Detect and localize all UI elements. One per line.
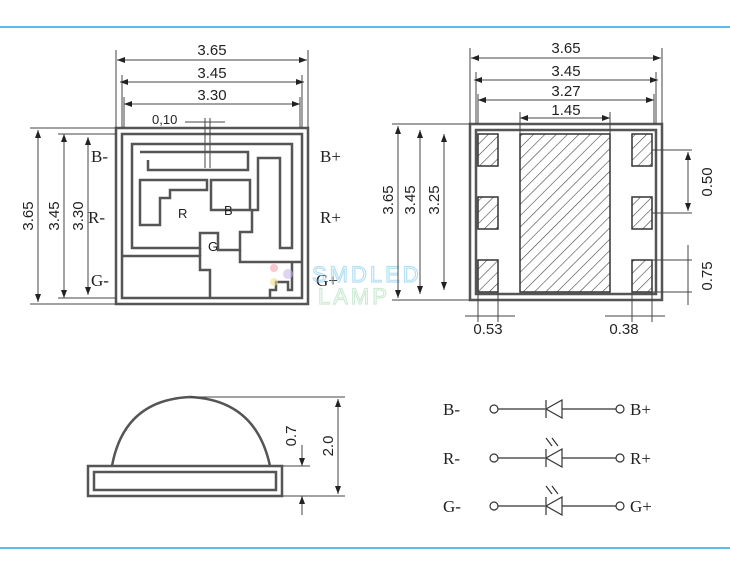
schematic: B- B+ R- R+ G- G+ bbox=[443, 398, 652, 517]
side-dim-total-height: 2.0 bbox=[320, 436, 337, 457]
dim-width-mid: 3.45 bbox=[197, 65, 226, 82]
bv-dim-width-mid: 3.45 bbox=[551, 63, 580, 80]
pin-b-minus: B- bbox=[91, 147, 108, 166]
schematic-row-red: R- R+ bbox=[443, 437, 651, 469]
led-diode-icon bbox=[544, 485, 616, 517]
bv-dim-height-inner: 3.25 bbox=[426, 185, 443, 214]
schematic-row-green: G- G+ bbox=[443, 485, 652, 517]
dim-width-inner: 3.30 bbox=[197, 87, 226, 104]
schematic-r-minus: R- bbox=[443, 449, 460, 468]
electrode-pad bbox=[631, 196, 653, 230]
bottom-view: 3.65 3.45 3.27 1.45 3.65 3.45 3.25 0.50 … bbox=[380, 40, 716, 338]
bv-dim-pad-height: 0.75 bbox=[699, 261, 716, 290]
electrode-pad bbox=[477, 196, 499, 230]
bv-dim-height-mid: 3.45 bbox=[402, 185, 419, 214]
schematic-r-plus: R+ bbox=[630, 449, 651, 468]
led-diode-icon bbox=[544, 398, 616, 420]
schematic-g-plus: G+ bbox=[630, 497, 652, 516]
schematic-b-minus: B- bbox=[443, 400, 460, 419]
bv-dim-width-outer: 3.65 bbox=[551, 40, 580, 57]
pin-r-plus: R+ bbox=[320, 208, 341, 227]
electrode-pad bbox=[631, 259, 653, 293]
pad-label-g: G bbox=[208, 239, 218, 254]
schematic-g-minus: G- bbox=[443, 497, 461, 516]
led-diode-icon bbox=[544, 437, 616, 469]
pin-b-plus: B+ bbox=[320, 147, 341, 166]
bv-dim-width-inner: 3.27 bbox=[551, 83, 580, 100]
dim-gap: 0,10 bbox=[152, 112, 177, 127]
dim-height-inner: 3.30 bbox=[70, 201, 87, 230]
pin-g-minus: G- bbox=[91, 271, 109, 290]
watermark-line1: SMDLED bbox=[312, 262, 422, 287]
electrode-pad bbox=[477, 259, 499, 293]
bv-dim-center-pad: 1.45 bbox=[551, 102, 580, 119]
bv-dim-right-pad: 0.38 bbox=[609, 321, 638, 338]
pad-label-b: B bbox=[224, 203, 233, 218]
dim-height-mid: 3.45 bbox=[46, 201, 63, 230]
schematic-b-plus: B+ bbox=[630, 400, 651, 419]
dim-height-outer: 3.65 bbox=[20, 201, 37, 230]
thermal-pad bbox=[519, 133, 611, 293]
top-view: 3.65 3.45 3.30 0,10 3.65 3.45 3.30 R B G… bbox=[20, 42, 341, 306]
side-dim-base-height: 0.7 bbox=[283, 426, 300, 447]
pad-label-r: R bbox=[178, 206, 187, 221]
watermark-line2: LAMP bbox=[318, 284, 390, 309]
side-view: 0.7 2.0 bbox=[86, 395, 345, 515]
pin-g-plus: G+ bbox=[316, 271, 338, 290]
bv-dim-left-pad: 0.53 bbox=[473, 321, 502, 338]
package-outline bbox=[114, 126, 310, 306]
electrode-pad bbox=[477, 133, 499, 167]
schematic-row-blue: B- B+ bbox=[443, 398, 651, 420]
electrode-pad bbox=[631, 133, 653, 167]
watermark: SMDLED LAMP bbox=[270, 261, 422, 310]
pin-r-minus: R- bbox=[88, 208, 105, 227]
dim-width-outer: 3.65 bbox=[197, 42, 226, 59]
bv-dim-height-outer: 3.65 bbox=[380, 185, 397, 214]
bv-dim-pad-pitch: 0.50 bbox=[699, 167, 716, 196]
